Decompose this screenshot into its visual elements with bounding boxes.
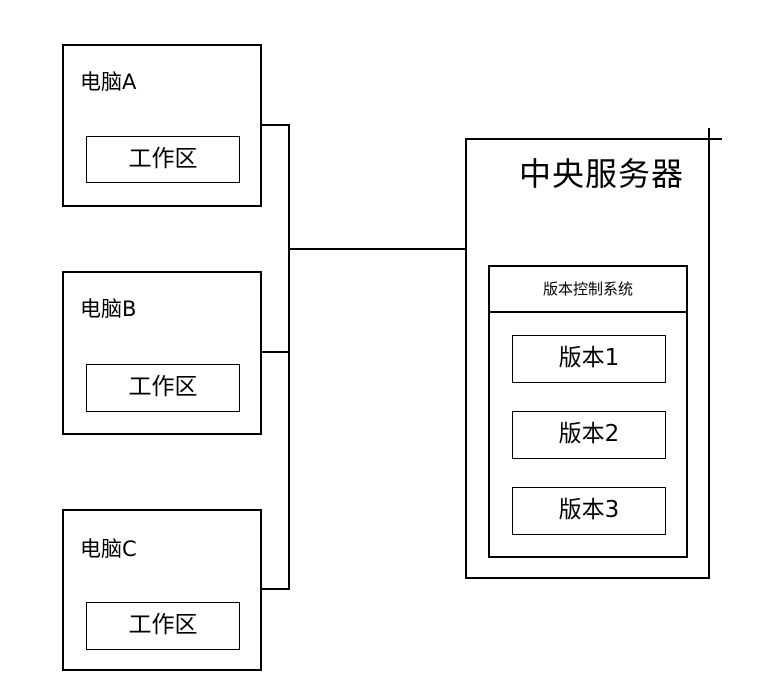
central-server-title: 中央服务器 [519, 155, 685, 193]
connector-a-horizontal [261, 124, 290, 126]
computer-a-label: 电脑A [80, 70, 137, 94]
version-3-box: 版本3 [512, 487, 666, 535]
computer-b-label: 电脑B [80, 297, 137, 321]
connector-b-horizontal [261, 351, 290, 353]
version-1-box: 版本1 [512, 335, 666, 383]
computer-a-box: 电脑A 工作区 [62, 44, 262, 207]
version-2-box: 版本2 [512, 411, 666, 459]
central-server-box: 中央服务器 版本控制系统 版本1 版本2 版本3 [465, 138, 710, 579]
vcs-header: 版本控制系统 [490, 267, 686, 313]
computer-b-workspace: 工作区 [86, 364, 240, 412]
computer-c-workspace: 工作区 [86, 602, 240, 650]
computer-c-label: 电脑C [80, 537, 137, 561]
connector-vertical-trunk [288, 124, 290, 590]
computer-c-box: 电脑C 工作区 [62, 509, 262, 671]
vcs-box: 版本控制系统 版本1 版本2 版本3 [488, 265, 688, 558]
connector-to-server [288, 248, 465, 250]
corner-mark-horizontal [700, 138, 722, 140]
corner-mark-vertical [708, 128, 710, 208]
computer-b-box: 电脑B 工作区 [62, 271, 262, 435]
connector-c-horizontal [261, 588, 290, 590]
computer-a-workspace: 工作区 [86, 136, 240, 183]
